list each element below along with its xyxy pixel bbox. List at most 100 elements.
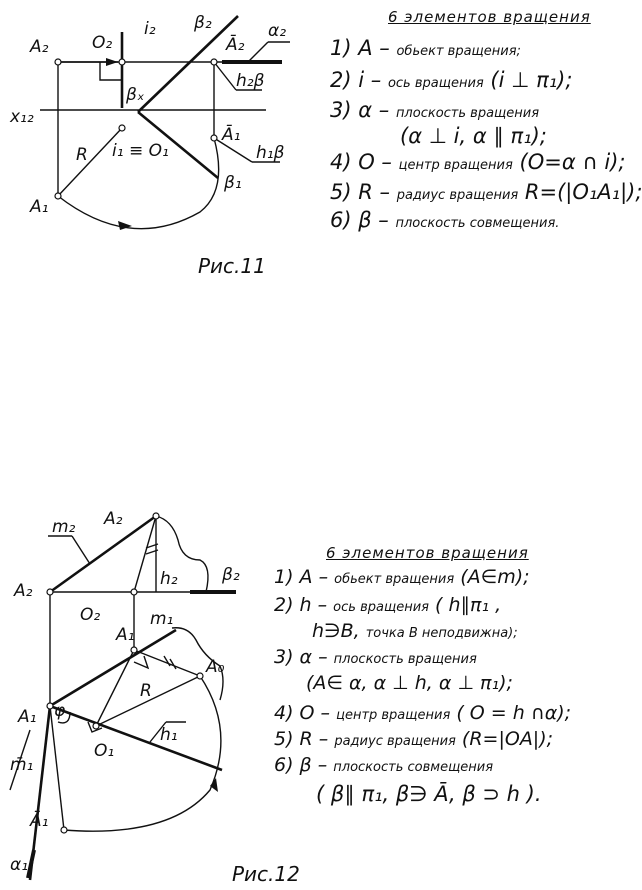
fig11-list-item: (α ⊥ i, α ∥ π₁); [400, 124, 547, 148]
fig11-list-item: 4) O – центр вращения (O=α ∩ i); [330, 150, 626, 174]
label-h2: h₂ [160, 569, 178, 589]
point-o1 [118, 124, 126, 132]
arc-phi [57, 711, 71, 724]
label-x12: x₁₂ [9, 107, 34, 127]
fig11-list-item: 3) α – плоскость вращения [330, 98, 540, 122]
arrowhead-icon [106, 58, 118, 66]
leader-mbar1 [9, 729, 31, 791]
point-a2-top [152, 512, 160, 520]
leader-h1b [213, 137, 253, 163]
tick-mark [145, 543, 159, 549]
label-abar1: Ā₁ [29, 809, 48, 831]
label-h1: h₁ [160, 725, 178, 745]
tick-mark [163, 655, 171, 667]
label-a2-left: A₂ [13, 581, 33, 601]
label-beta1: β₁ [223, 173, 242, 193]
label-a2: A₂ [29, 37, 49, 57]
fig12-list-item: (A∈ α, α ⊥ h, α ⊥ π₁); [306, 672, 513, 694]
line-a1-o1 [95, 649, 135, 727]
point-o2 [130, 588, 138, 596]
label-m2: m₂ [52, 517, 76, 537]
fig12-list-item: 5) R – радиус вращения (R=|OA|); [274, 728, 554, 750]
fig12-list-item: 4) O – центр вращения ( O = h ∩α); [274, 702, 572, 724]
fig11-list-item: 5) R – радиус вращения R=(|O₁A₁|); [330, 180, 642, 204]
point-a0 [196, 672, 204, 680]
line-h1 [49, 704, 223, 772]
tick-mark [169, 658, 177, 670]
point-a1-top [130, 646, 138, 654]
right-angle-icon [87, 721, 103, 733]
label-h1b: h₁β [256, 143, 285, 163]
point-abar1 [60, 826, 68, 834]
label-alpha2: α₂ [268, 21, 286, 41]
label-beta2: β₂ [221, 565, 240, 585]
label-a1-top: A₁ [115, 625, 134, 645]
fig12-list-item: 1) A – обьект вращения (A∈m); [274, 566, 530, 588]
fig11-list-item: 6) β – плоскость совмещения. [330, 208, 560, 232]
line-beta2 [137, 15, 239, 113]
line-a1-a0 [133, 649, 201, 677]
leader-m2 [71, 535, 91, 565]
tick-mark [145, 549, 159, 555]
fig12-caption: Рис.12 [232, 862, 300, 886]
line-m1 [49, 628, 177, 708]
fig12-list-item: 3) α – плоскость вращения [274, 646, 477, 668]
break-curve [171, 627, 224, 701]
fig11-caption: Рис.11 [198, 254, 266, 278]
leader-h2b [213, 61, 237, 91]
label-o2: O₂ [92, 33, 112, 53]
right-angle-icon [99, 62, 122, 81]
line-radius-r [95, 675, 201, 727]
fig11-list-item: 2) i – ось вращения (i ⊥ π₁); [330, 68, 573, 92]
fig11-list-item: 1) A – обьект вращения; [330, 36, 521, 60]
label-r: R [76, 145, 88, 165]
point-a1-left [46, 702, 54, 710]
line-radius-r [57, 127, 123, 197]
label-beta2: β₂ [193, 13, 212, 33]
label-m1: m₁ [150, 609, 173, 629]
label-i2: i₂ [144, 19, 156, 39]
right-angle-icon [133, 655, 150, 670]
label-i1o1: i₁ ≡ O₁ [112, 141, 169, 161]
label-betax: βₓ [125, 85, 145, 105]
leader-alpha2 [247, 41, 269, 63]
label-phi: φ [54, 701, 66, 721]
fig12-list-item: ( β∥ π₁, β∋ Ā, β ⊃ h ). [316, 782, 542, 806]
label-abar1: Ā₁ [221, 123, 240, 145]
line-mbar1 [49, 705, 65, 831]
label-alpha1: α₁ [10, 855, 28, 875]
label-a0: A₀ [205, 657, 225, 677]
leader-h1 [149, 721, 167, 743]
arc-arrow-icon [210, 778, 218, 792]
point-o2 [118, 58, 126, 66]
fig12-list-item: 2) h – ось вращения ( h∥π₁ , [274, 594, 502, 616]
fig12-list-item: 6) β – плоскость совмещения [274, 754, 494, 776]
break-curve [155, 515, 209, 593]
line-m2 [49, 514, 157, 594]
line-alpha1-thick [26, 849, 36, 879]
label-r: R [140, 681, 152, 701]
fig12-list-item: h∋B, точка B неподвижна); [312, 620, 518, 642]
label-a1: A₁ [29, 197, 48, 217]
fig12-list-header: 6 элементов вращения [326, 544, 529, 562]
label-h2b: h₂β [236, 71, 265, 91]
point-o1 [92, 722, 100, 730]
label-a2-top: A₂ [103, 509, 123, 529]
point-a2 [54, 58, 62, 66]
label-o1: O₁ [94, 741, 114, 761]
arc-rotation [57, 137, 220, 230]
fig11-list-header: 6 элементов вращения [388, 8, 591, 26]
point-a1 [54, 192, 62, 200]
label-o2: O₂ [80, 605, 100, 625]
line-a2-o2 [133, 515, 157, 593]
point-abar2 [210, 58, 218, 66]
arc-arrow-icon [118, 221, 132, 230]
arc-rotation [63, 675, 222, 832]
point-a2-left [46, 588, 54, 596]
label-a1-left: A₁ [17, 707, 36, 727]
point-abar1 [210, 134, 218, 142]
line-beta1 [137, 110, 219, 180]
label-mbar1: m̄₁ [10, 755, 33, 775]
